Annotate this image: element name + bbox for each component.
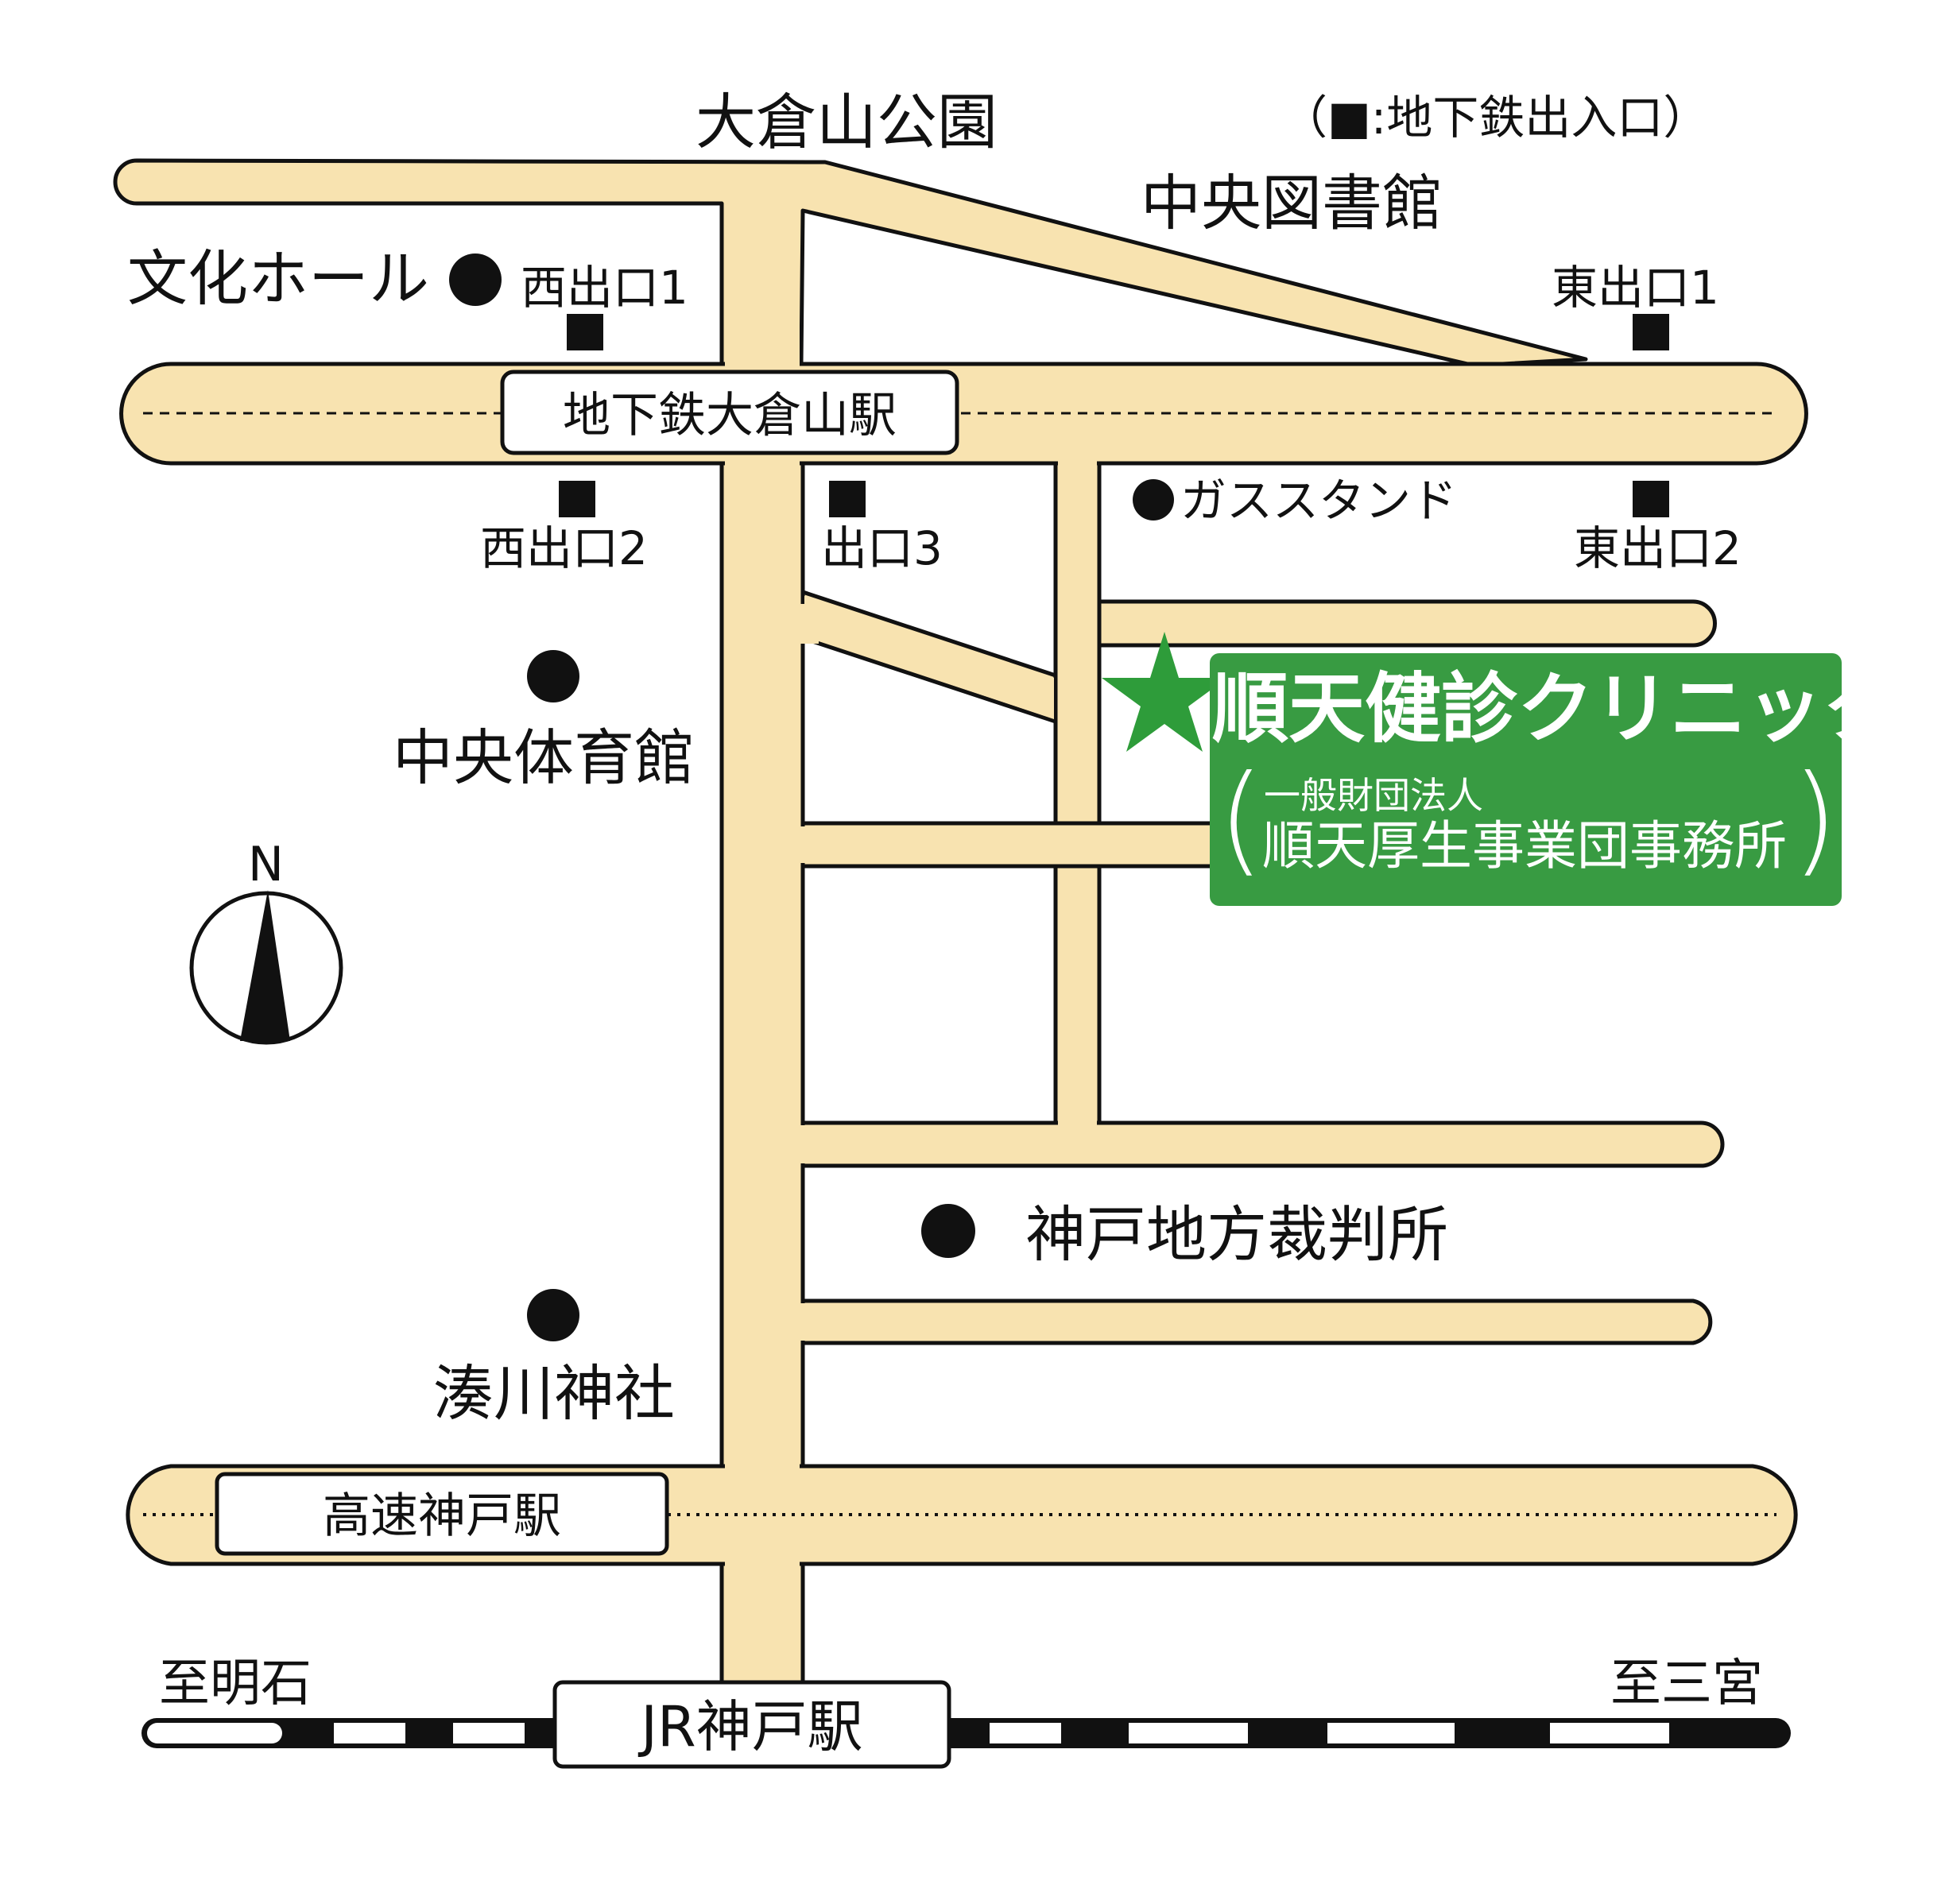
landmark-minatogawa-shrine-label: 湊川神社	[433, 1358, 675, 1429]
road-block-mid	[800, 821, 1219, 869]
exit-west1-marker	[567, 314, 603, 350]
station-okurayama-label: 地下鉄大倉山駅	[563, 388, 897, 443]
subway-exit-markers	[559, 314, 1669, 517]
station-okurayama[interactable]: 地下鉄大倉山駅	[500, 370, 959, 455]
station-jr-kobe-label: JR神戸駅	[637, 1694, 862, 1759]
road-south-jr	[719, 1562, 805, 1685]
exit-3-label: 出口3	[821, 521, 943, 575]
landmark-bunka-hall: 文化ホール	[127, 243, 502, 314]
clinic-marker[interactable]	[1102, 632, 1227, 752]
clinic-sign-bg	[1210, 653, 1842, 906]
legend-exit-note: （■:地下鉄出入口）	[1281, 91, 1709, 145]
station-jr-kobe[interactable]: JR神戸駅	[552, 1680, 951, 1769]
clinic-org-name: 順天厚生事業団事務所	[1262, 815, 1787, 877]
landmark-okurayama-park: 大倉山公園	[695, 87, 998, 157]
landmark-gas-stand-label: ガススタンド	[1180, 474, 1457, 528]
exit-3-marker	[829, 481, 866, 517]
exit-west1-label: 西出口1	[521, 261, 688, 315]
clinic-sign[interactable]: 順天健診クリニック ( 一般財団法人 順天厚生事業団事務所 )	[1210, 653, 1899, 906]
landmark-central-gym-label: 中央体育館	[393, 722, 695, 793]
station-kosoku-kobe-label: 高速神戸駅	[323, 1488, 561, 1544]
landmark-central-library: 中央図書館	[1141, 168, 1443, 238]
landmark-gas-stand-dot	[1133, 479, 1174, 521]
exit-east2-label: 東出口2	[1574, 521, 1742, 575]
landmark-district-court: 神戸地方裁判所	[921, 1199, 1448, 1270]
clinic-paren-open: (	[1218, 750, 1265, 888]
landmark-district-court-label: 神戸地方裁判所	[1025, 1199, 1448, 1270]
road-east-1	[1097, 599, 1717, 648]
exit-east2-marker	[1633, 481, 1669, 517]
compass: N	[189, 837, 343, 1045]
road-east-vertical	[1053, 461, 1102, 1125]
landmark-bunka-hall-label: 文化ホール	[127, 243, 429, 314]
landmark-central-gym-dot	[527, 650, 579, 702]
jr-railway	[141, 1718, 1791, 1748]
station-kosoku-kobe[interactable]: 高速神戸駅	[215, 1472, 669, 1556]
compass-north-label: N	[248, 837, 284, 892]
clinic-org-type: 一般財団法人	[1264, 774, 1483, 817]
clinic-star-icon	[1102, 632, 1227, 752]
landmark-minatogawa-shrine: 湊川神社	[433, 1289, 675, 1429]
landmark-bunka-hall-dot	[449, 253, 502, 306]
landmark-minatogawa-shrine-dot	[527, 1289, 579, 1341]
direction-sannomiya: 至三宮	[1610, 1654, 1763, 1713]
compass-needle-icon	[240, 890, 290, 1041]
exit-west2-label: 西出口2	[480, 521, 648, 575]
direction-akashi: 至明石	[159, 1654, 312, 1713]
landmark-district-court-dot	[921, 1204, 975, 1258]
clinic-name: 順天健診クリニック	[1212, 664, 1899, 753]
road-east-3	[800, 1298, 1713, 1345]
clinic-paren-close: )	[1792, 750, 1838, 888]
road-east-2	[800, 1120, 1725, 1168]
exit-east1-label: 東出口1	[1552, 261, 1719, 315]
exit-east1-marker	[1633, 314, 1669, 350]
landmark-central-gym: 中央体育館	[393, 650, 695, 793]
exit-west2-marker	[559, 481, 595, 517]
landmark-gas-stand: ガススタンド	[1133, 474, 1457, 528]
